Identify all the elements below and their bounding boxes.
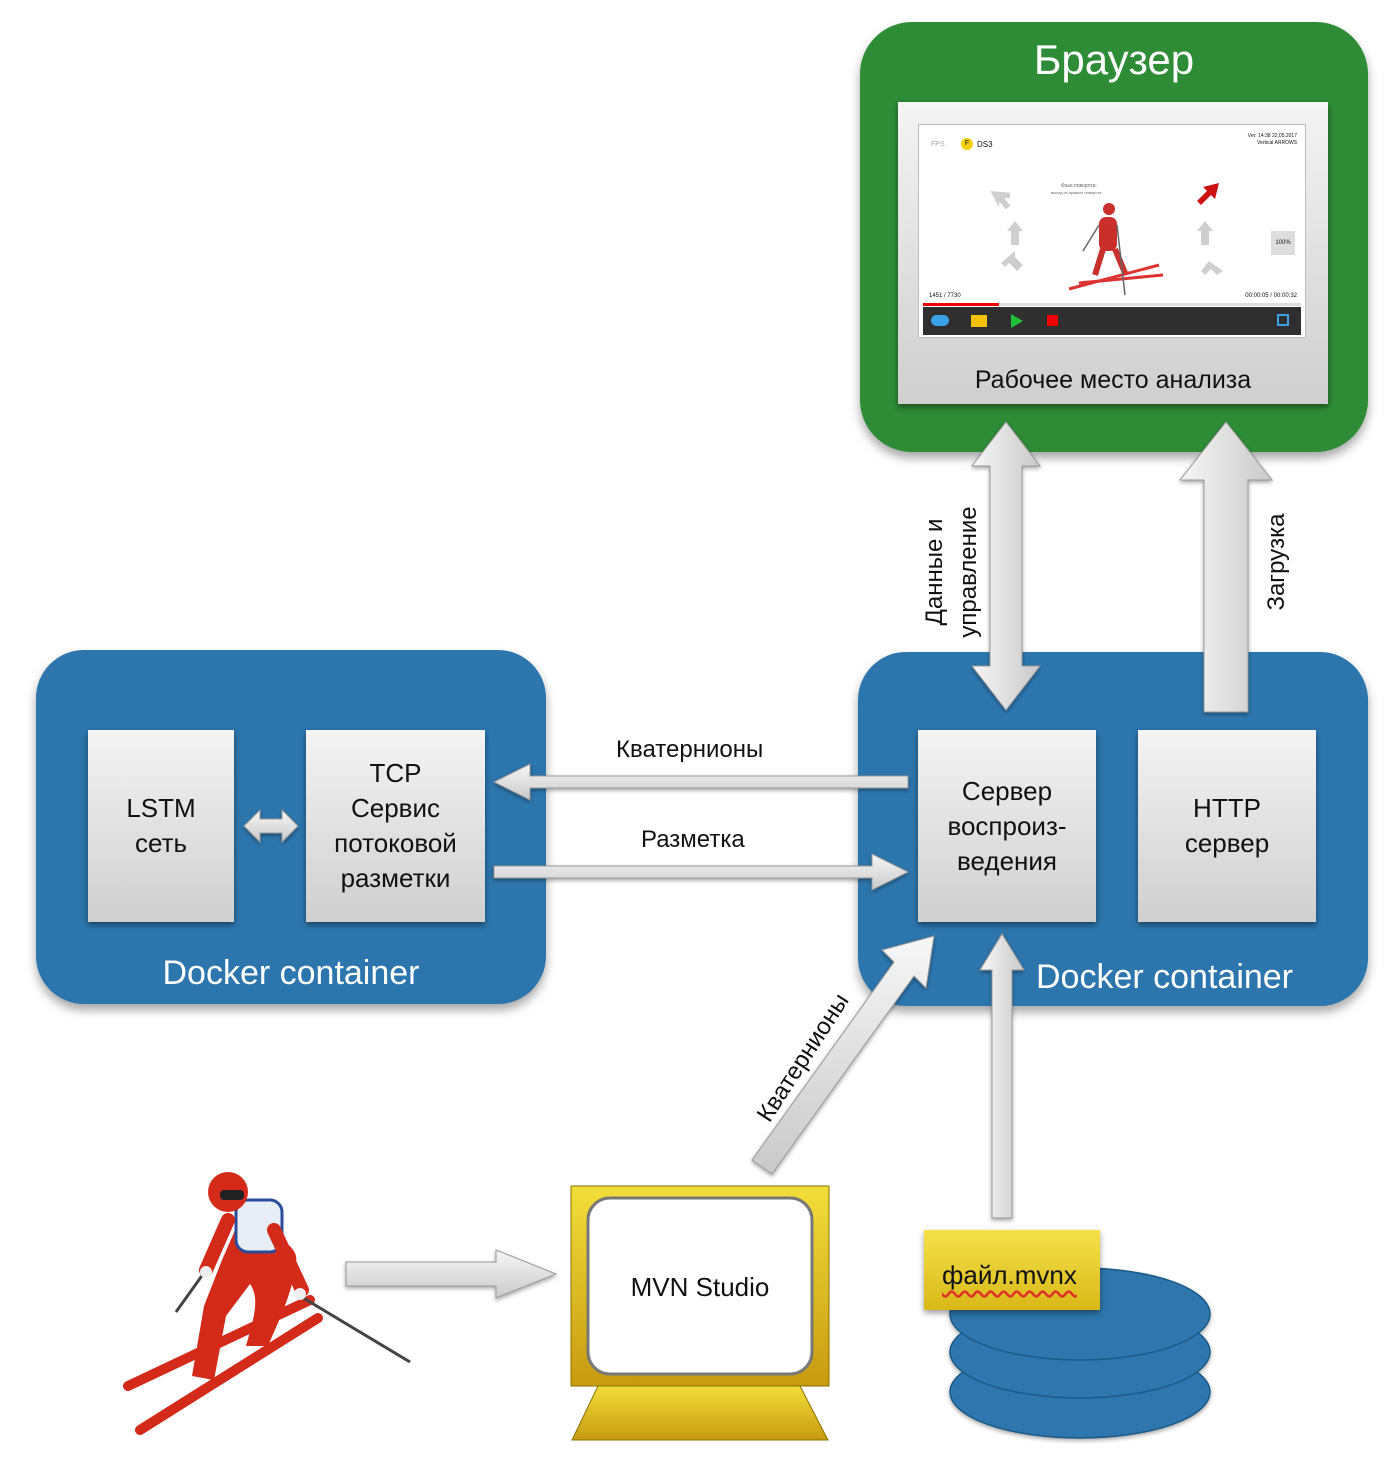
- http-server-box: HTTP сервер: [1138, 730, 1316, 922]
- left-container-title: Docker container: [162, 954, 420, 992]
- download-label: Загрузка: [1263, 513, 1290, 611]
- phase-line2: выход из правого поворота: [1051, 190, 1102, 195]
- file-note: [924, 1230, 1100, 1310]
- frame-counter: 1451 / 7730: [929, 293, 961, 299]
- tcp-service-box: TCP Сервис потоковой разметки: [306, 730, 485, 922]
- playback-server-box: Сервер воспроиз- ведения: [918, 730, 1096, 922]
- monitor-icon: [570, 1185, 830, 1441]
- right-container-title: Docker container: [1036, 958, 1294, 996]
- time-counter: 00:00:05 / 00:00:32: [1245, 293, 1297, 299]
- phase-line1: Фаза поворота:: [1061, 183, 1097, 189]
- quaternions-arrow-left: [492, 763, 909, 801]
- fps-label: FPS: [931, 141, 945, 148]
- version-label: Ver: 14:38 22.05.2017: [1247, 133, 1297, 139]
- cloud-icon[interactable]: [931, 315, 949, 326]
- file-arrow-up: [979, 933, 1025, 1219]
- stop-icon[interactable]: [1047, 315, 1058, 326]
- workspace-label: Рабочее место анализа: [974, 366, 1252, 394]
- lstm-tcp-double-arrow: [243, 808, 299, 844]
- markup-arrow-right: [493, 853, 910, 891]
- markup-label: Разметка: [641, 826, 745, 853]
- progress-fill: [923, 303, 999, 306]
- quaternions-diagonal-arrow: [751, 935, 935, 1175]
- lstm-box: LSTM сеть: [88, 730, 234, 922]
- ds-label: DS3: [977, 140, 993, 149]
- app-screenshot: FPS F DS3 Ver: 14:38 22.05.2017 Vertical…: [918, 124, 1306, 338]
- file-label: файл.mvnx: [942, 1260, 1077, 1290]
- mvn-studio-label: MVN Studio: [630, 1272, 770, 1302]
- quaternions-top-label: Кватернионы: [616, 736, 764, 763]
- data-control-double-arrow: [970, 421, 1042, 711]
- vertical-label: Vertical ARROWS: [1256, 140, 1297, 146]
- download-arrow-up: [1178, 421, 1274, 713]
- skier-to-mvn-arrow: [345, 1249, 558, 1299]
- skier-icon: [123, 1172, 411, 1435]
- fullscreen-icon[interactable]: [1277, 314, 1289, 326]
- play-icon[interactable]: [1011, 314, 1023, 328]
- folder-icon[interactable]: [971, 315, 987, 327]
- data-control-label: Данные и управление: [921, 506, 982, 638]
- player-toolbar: [923, 307, 1301, 335]
- progress-track[interactable]: [923, 303, 1301, 306]
- zoom-button[interactable]: 100%: [1271, 231, 1295, 255]
- badge-icon: F: [961, 138, 973, 150]
- browser-title: Браузер: [1033, 36, 1195, 83]
